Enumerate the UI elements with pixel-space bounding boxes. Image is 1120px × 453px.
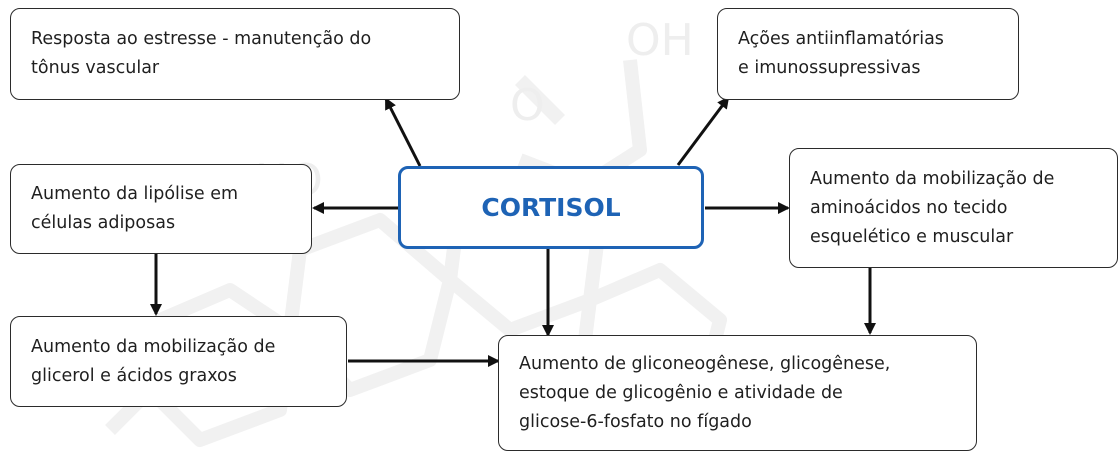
box-anti-inflammatory: Ações antiinflamatórias e imunossupressi… [717,8,1019,100]
box-amino-acids-text: Aumento da mobilização de aminoácidos no… [810,168,1055,247]
box-glycerol-text: Aumento da mobilização de glicerol e áci… [31,336,276,386]
box-amino-acids: Aumento da mobilização de aminoácidos no… [789,148,1118,268]
box-lipolysis-text: Aumento da lipólise em células adiposas [31,184,239,233]
box-lipolysis: Aumento da lipólise em células adiposas [10,164,312,254]
box-gluconeogenesis-text: Aumento de gliconeogênese, glicogênese, … [519,353,891,432]
box-stress-response-text: Resposta ao estresse - manutenção do tôn… [31,29,372,78]
cortisol-center-node: CORTISOL [398,166,704,249]
box-stress-response: Resposta ao estresse - manutenção do tôn… [10,8,460,100]
watermark-oh-1: OH [626,15,694,66]
box-gluconeogenesis: Aumento de gliconeogênese, glicogênese, … [498,335,977,451]
box-anti-inflammatory-text: Ações antiinflamatórias e imunossupressi… [738,29,944,78]
cortisol-label: CORTISOL [481,193,621,222]
box-glycerol: Aumento da mobilização de glicerol e áci… [10,316,347,407]
watermark-o: O [510,80,545,131]
